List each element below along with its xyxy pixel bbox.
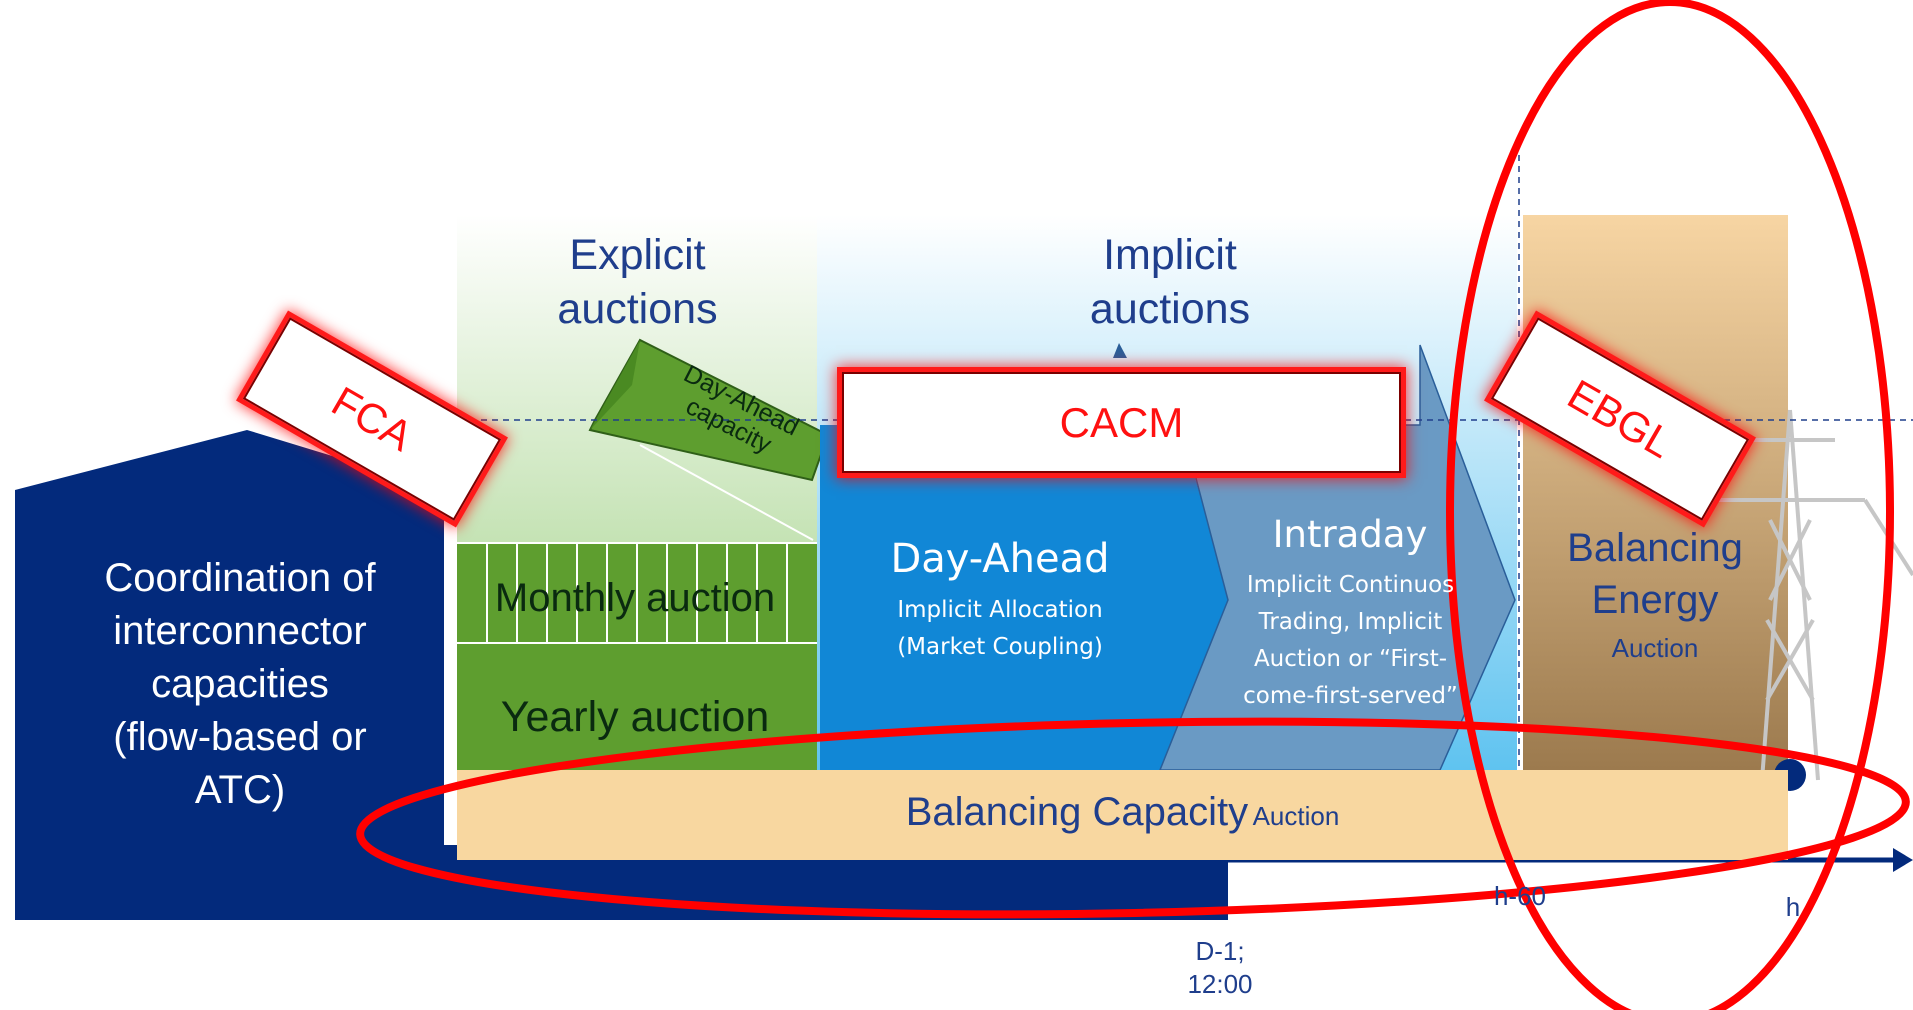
highlight-ellipse-balancing-capacity (356, 717, 1910, 919)
callout-cacm: CACM (842, 372, 1401, 473)
implicit-header-pointer (1113, 343, 1127, 358)
balancing-capacity-title: Balancing Capacity (905, 790, 1249, 834)
day-ahead-connector-line (639, 444, 814, 541)
monthly-grid (457, 542, 817, 644)
coordination-block (15, 430, 444, 920)
balancing-energy-title: Balancing Energy (1567, 526, 1743, 622)
timeline-label-h: h (1785, 892, 1801, 922)
balancing-energy-subtitle: Auction (1611, 633, 1699, 663)
pylon-icon (1715, 409, 1913, 781)
highlight-ellipse-balancing-energy (1446, 0, 1894, 1010)
day-ahead-capacity-tag (588, 338, 830, 482)
timeline-label-d1: D-1; 12:00 (1187, 936, 1253, 999)
implicit-auctions-header: Implicit auctions (1089, 231, 1251, 333)
day-ahead-title: Day-Ahead (890, 536, 1110, 582)
yearly-auction-label: Yearly auction (500, 693, 770, 741)
day-ahead-capacity-tag-notch (590, 340, 640, 430)
time-axis-arrowhead (1893, 848, 1913, 872)
explicit-auctions-header: Explicit auctions (557, 231, 718, 333)
balancing-capacity-bar (457, 770, 1788, 860)
intraday-subtitle: Implicit Continuos Trading, Implicit Auc… (1243, 572, 1458, 709)
day-ahead-arrow (820, 425, 1230, 770)
coordination-label: Coordination of interconnector capacitie… (104, 556, 376, 812)
day-ahead-subtitle: Implicit Allocation (Market Coupling) (897, 597, 1103, 660)
balancing-capacity-label: Balancing Capacity Auction (457, 790, 1788, 835)
timeline-label-h60: h-60 (1493, 881, 1547, 911)
balancing-capacity-subtitle: Auction (1252, 801, 1340, 831)
intraday-title: Intraday (1272, 513, 1428, 556)
monthly-auction-label: Monthly auction (494, 576, 776, 620)
